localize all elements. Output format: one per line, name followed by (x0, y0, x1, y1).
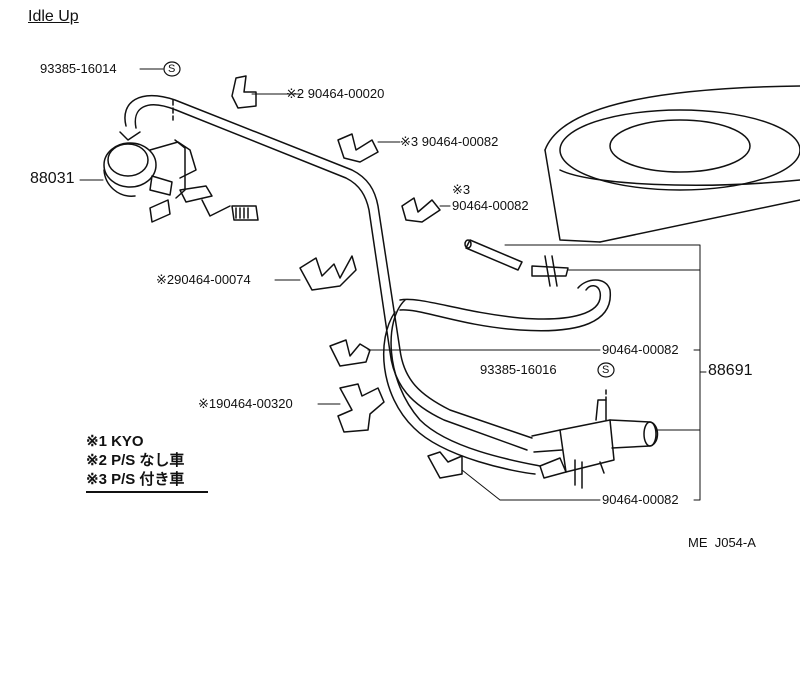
part-label-93385-16014: 93385-16014 (40, 61, 117, 76)
part-label-90464-00082-a: ※3 90464-00082 (400, 134, 499, 149)
page-title: Idle Up (28, 8, 79, 25)
clamp-90464-00320 (337, 383, 385, 433)
legend: ※1 KYO ※2 P/S なし車 ※3 P/S 付き車 (86, 432, 208, 493)
legend-item-3: ※3 P/S 付き車 (86, 471, 185, 488)
vacuum-hose-main (124, 95, 533, 451)
clamp-90464-00082-c (329, 339, 371, 367)
leader-lines (79, 68, 707, 501)
clamp-90464-00074 (299, 255, 357, 291)
idle-up-valve-88031 (103, 99, 259, 223)
clamp-90464-00082-a (337, 133, 379, 163)
part-label-90464-00082-c: 90464-00082 (602, 342, 679, 357)
part-label-90464-00082-b-mark: ※3 (452, 182, 471, 197)
clamp-90464-00082-b (401, 197, 441, 223)
s-mark-1: S (168, 63, 176, 75)
legend-item-2: ※2 P/S なし車 (86, 452, 185, 469)
part-label-90464-00082-b: 90464-00082 (452, 198, 529, 213)
vacuum-hose-secondary (382, 279, 611, 475)
drawing-code: ME J054-A (688, 535, 756, 550)
part-label-90464-00020: ※2 90464-00020 (286, 86, 385, 101)
part-label-90464-00082-d: 90464-00082 (602, 492, 679, 507)
part-label-90464-00074: ※290464-00074 (156, 272, 251, 287)
part-label-90464-00320: ※190464-00320 (198, 396, 293, 411)
air-cleaner (544, 85, 800, 243)
hose-tee (464, 239, 569, 287)
legend-item-1: ※1 KYO (86, 433, 144, 450)
assy-label-88031: 88031 (30, 170, 75, 187)
clamp-90464-00020 (231, 75, 257, 109)
vsv-assembly (531, 389, 659, 489)
clamp-90464-00082-d (427, 451, 463, 479)
s-mark-circles (163, 61, 615, 378)
assy-label-88691: 88691 (708, 362, 753, 379)
s-mark-2: S (602, 364, 610, 376)
part-label-93385-16016: 93385-16016 (480, 362, 557, 377)
